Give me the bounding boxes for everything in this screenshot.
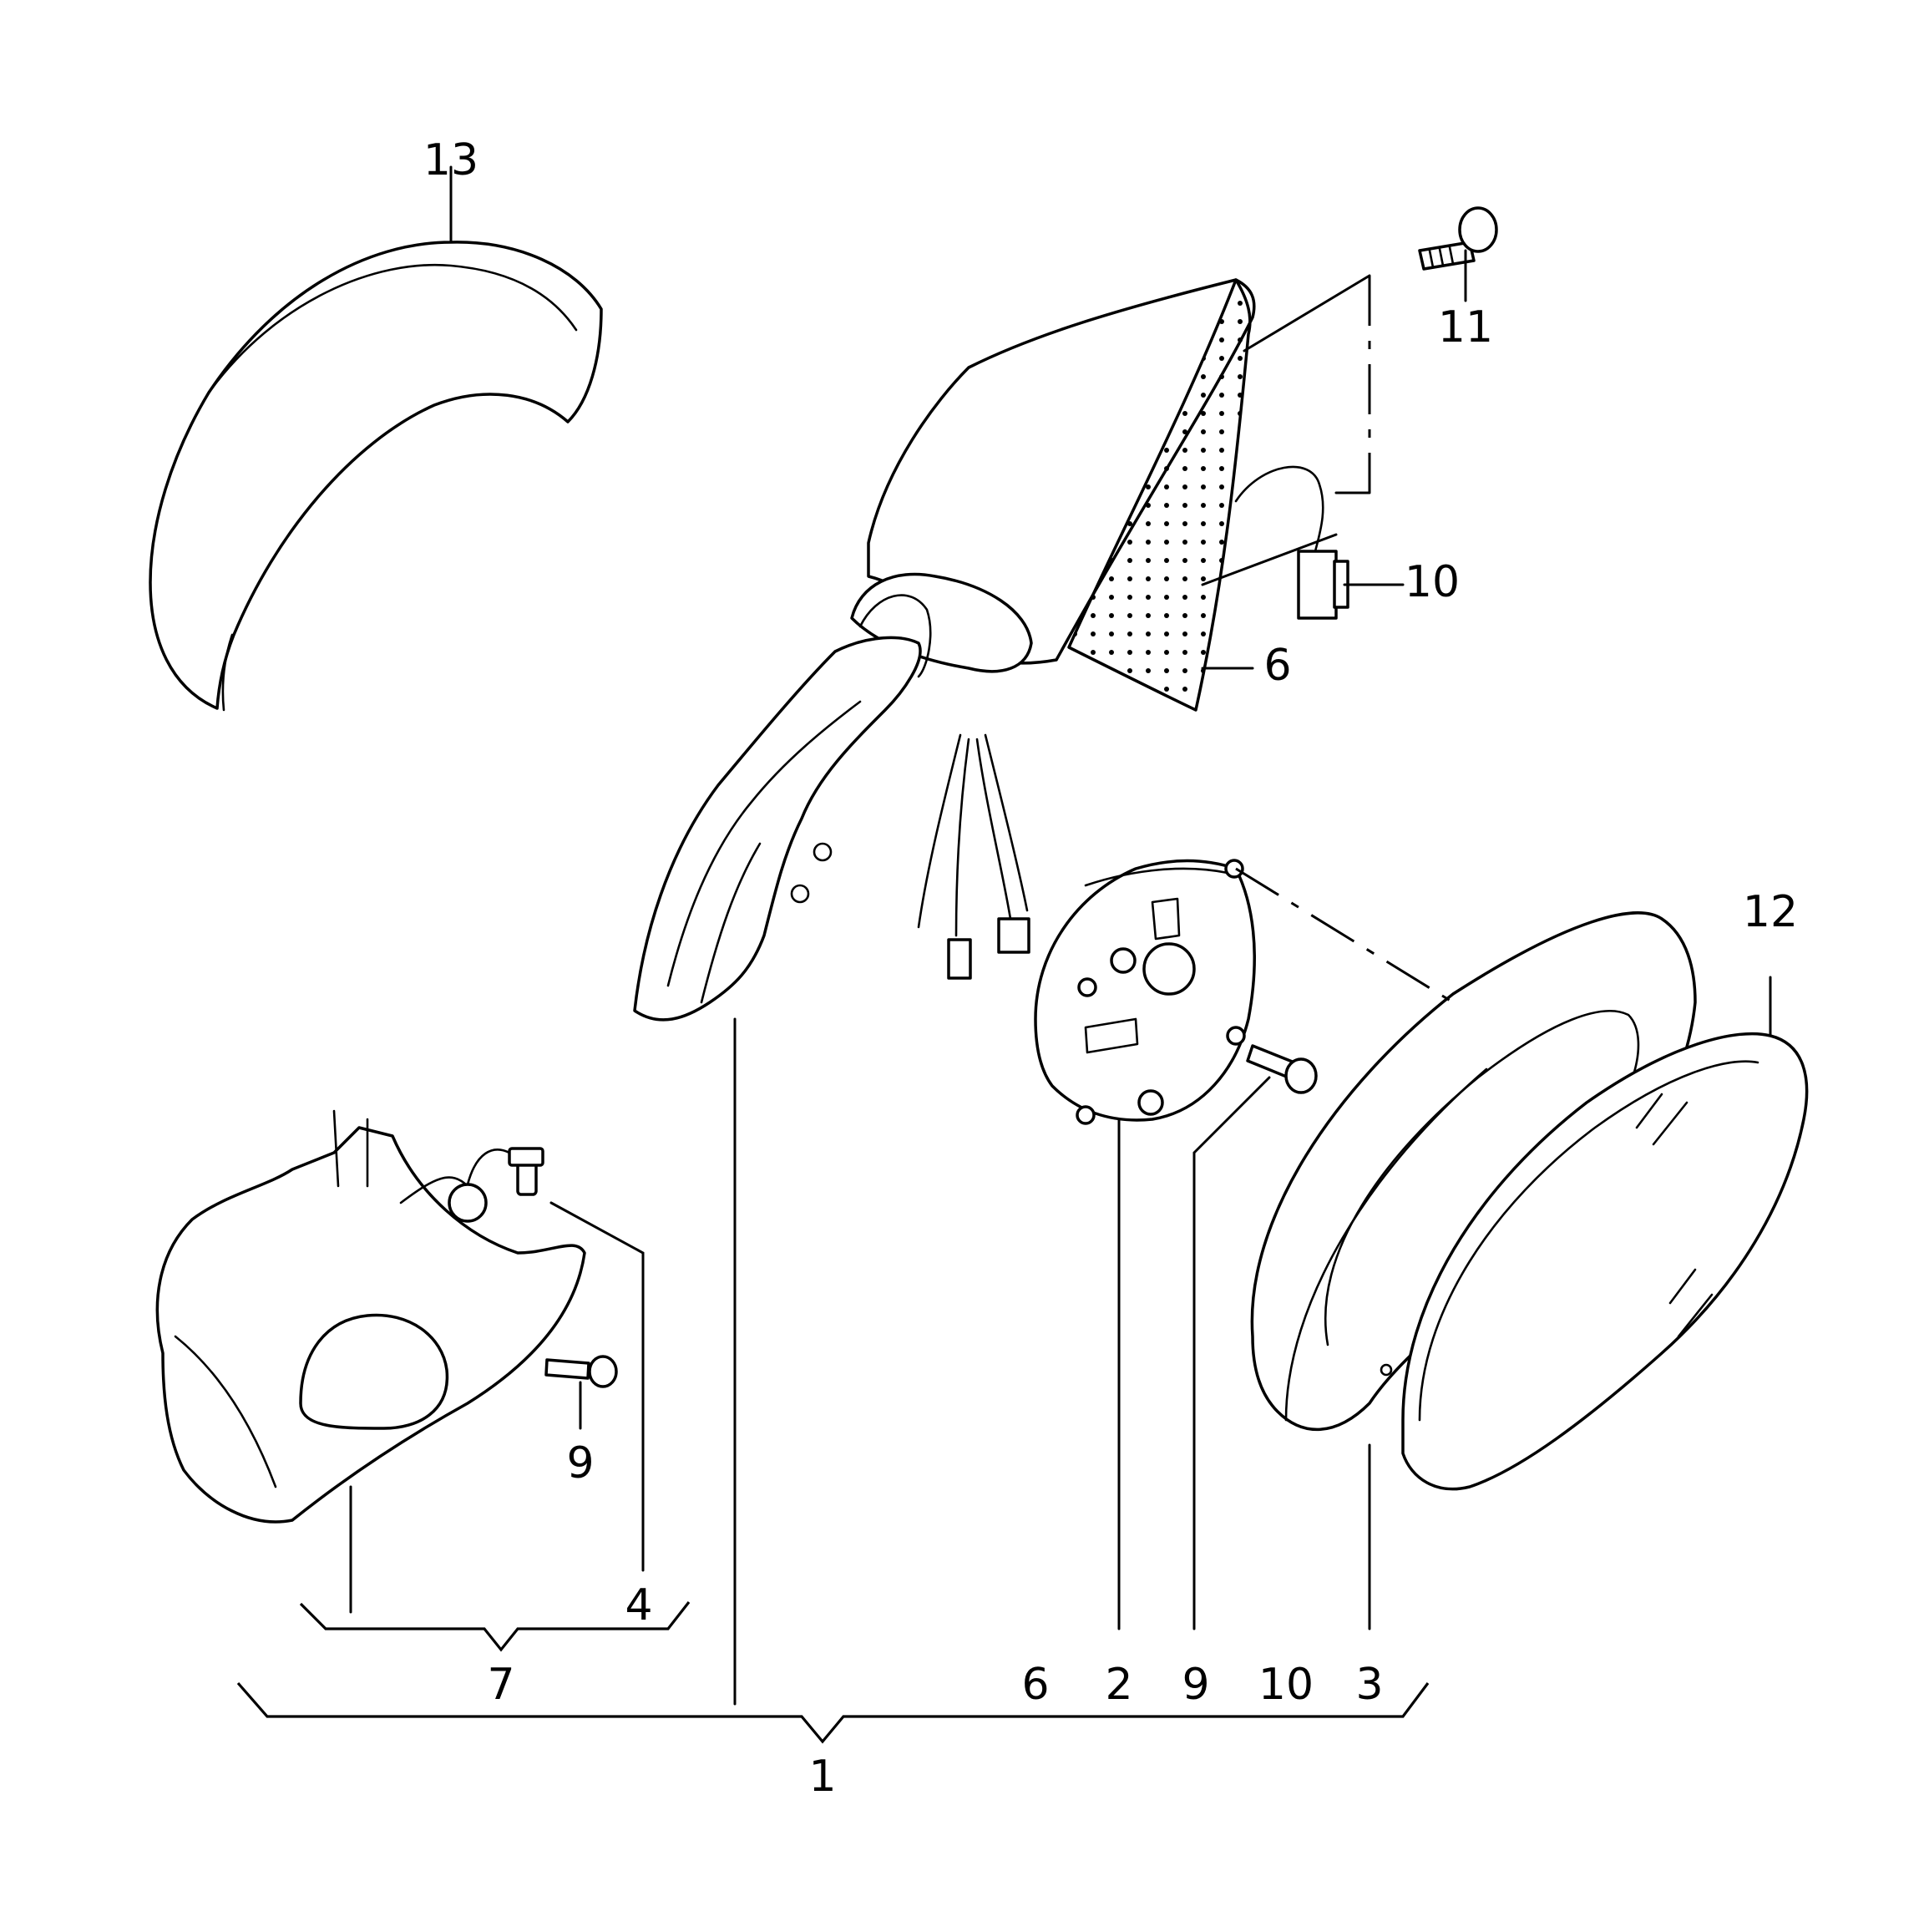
brace-1 xyxy=(236,1681,1430,1744)
callout-10-bottom: 10 xyxy=(1258,1660,1314,1710)
callout-1: 1 xyxy=(808,1752,836,1802)
callout-4: 4 xyxy=(625,1580,652,1630)
adjusting-motor-part-2 xyxy=(1034,859,1256,1125)
callout-12: 12 xyxy=(1743,887,1798,937)
callout-9-bottom: 9 xyxy=(1182,1660,1209,1710)
callout-6-bottom: 6 xyxy=(1021,1660,1049,1710)
leader-lines xyxy=(349,165,1772,1706)
mirror-glass-part-12 xyxy=(1401,1032,1809,1491)
bolt-part-11 xyxy=(1418,206,1498,271)
group-braces xyxy=(236,1601,1430,1744)
callout-7: 7 xyxy=(487,1660,514,1710)
screw-part-9-left xyxy=(544,1355,618,1388)
mirror-frame-part-1 xyxy=(633,594,1030,1022)
callout-3: 3 xyxy=(1355,1660,1383,1710)
callout-2: 2 xyxy=(1105,1660,1132,1710)
callout-9-left: 9 xyxy=(566,1438,594,1488)
brace-7 xyxy=(299,1601,691,1652)
callout-labels: 13 11 10 6 12 9 4 7 6 2 9 10 3 1 xyxy=(423,135,1798,1802)
callout-6-top: 6 xyxy=(1263,641,1291,691)
callout-10-top: 10 xyxy=(1405,557,1460,607)
connector-part-10 xyxy=(1234,465,1349,620)
turn-signal-housing-part-7 xyxy=(155,1109,586,1524)
mirror-cover-part-13 xyxy=(149,241,603,712)
mirror-base-housing-part-6 xyxy=(850,278,1256,712)
callout-13: 13 xyxy=(423,135,478,185)
screw-part-9-middle xyxy=(1246,1044,1318,1094)
callout-11: 11 xyxy=(1438,302,1493,352)
